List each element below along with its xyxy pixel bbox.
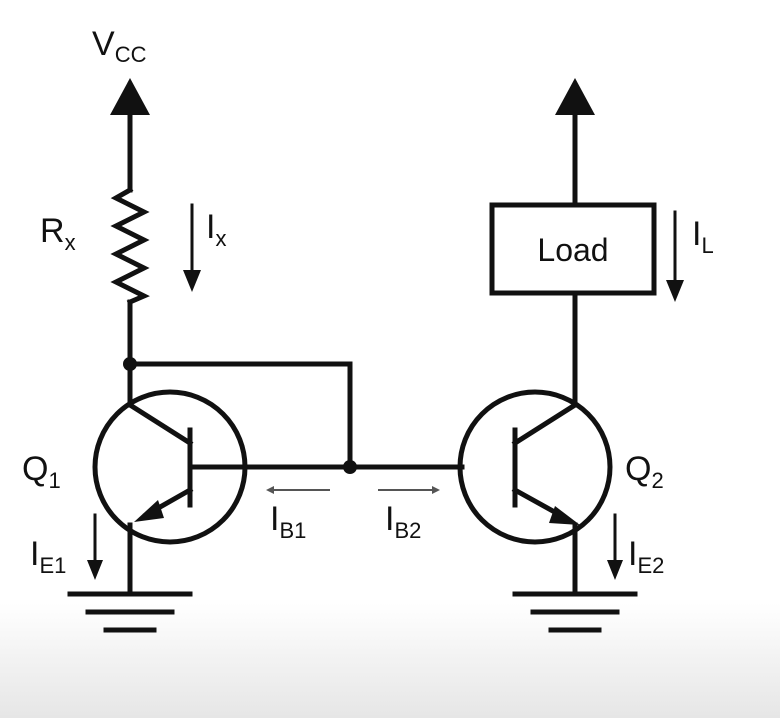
q2-label: Q2 <box>625 450 664 493</box>
q1-emitter-arrowhead <box>134 500 164 522</box>
load-supply-arrow <box>555 78 595 115</box>
ie1-arrow-head <box>87 560 103 580</box>
il-label: IL <box>692 215 714 258</box>
ix-arrow-head <box>183 270 201 292</box>
vcc-label: VCC <box>92 25 147 67</box>
top-node-dot <box>123 357 137 371</box>
q2-collector-lead <box>511 401 579 447</box>
ie1-label: IE1 <box>30 535 66 578</box>
q2-transistor-circle <box>457 389 613 545</box>
resistor-rx <box>110 186 150 306</box>
ie2-arrow-head <box>607 560 623 580</box>
q2-emitter-lead <box>511 486 564 519</box>
il-arrow-head <box>666 280 684 302</box>
base-node-dot <box>343 460 357 474</box>
q1-label: Q1 <box>22 450 61 493</box>
rx-label: Rx <box>40 212 76 255</box>
q1-transistor-circle <box>92 389 248 545</box>
ib2-label: IB2 <box>385 500 421 543</box>
ie2-label: IE2 <box>628 535 664 578</box>
ib1-label: IB1 <box>270 500 306 543</box>
vcc-arrow <box>110 78 150 115</box>
q2-emitter-arrowhead <box>549 506 580 525</box>
ix-label: Ix <box>206 208 226 251</box>
load-label: Load <box>537 232 608 268</box>
q1-collector-lead <box>126 401 194 447</box>
feedback-wire <box>127 361 353 470</box>
